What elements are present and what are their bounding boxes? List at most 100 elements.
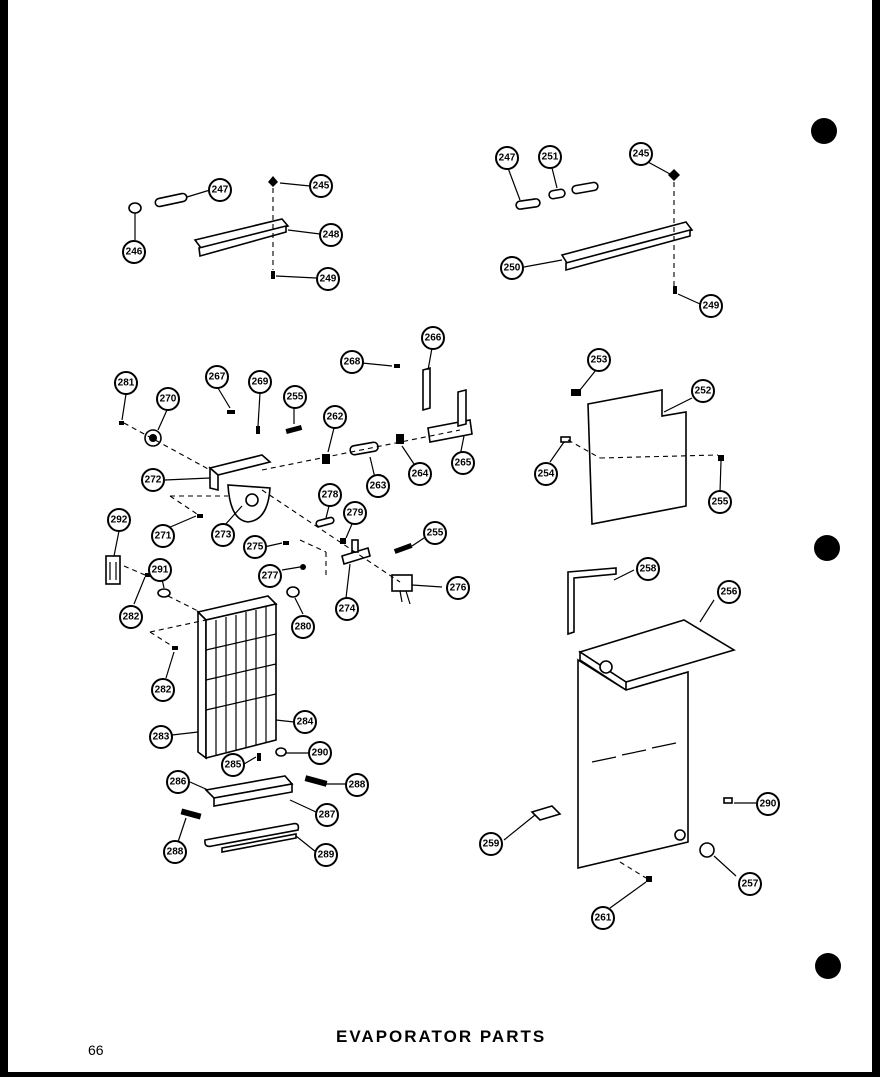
part-288-spring-left xyxy=(180,808,202,820)
part-245-nut-right xyxy=(668,169,680,181)
svg-text:282: 282 xyxy=(155,685,172,696)
svg-text:254: 254 xyxy=(538,469,555,480)
svg-text:257: 257 xyxy=(742,879,759,890)
callout-249: 249 xyxy=(316,267,340,291)
callout-265: 265 xyxy=(451,451,475,475)
part-286-drain-tray xyxy=(204,775,294,807)
callout-247: 247 xyxy=(495,146,519,170)
callout-251: 251 xyxy=(538,145,562,169)
part-283-evaporator-coil xyxy=(196,595,278,760)
part-266-bracket xyxy=(422,366,431,412)
svg-text:259: 259 xyxy=(483,839,500,850)
svg-text:290: 290 xyxy=(312,748,329,759)
part-272-motor-bracket xyxy=(208,454,272,492)
part-263-tube xyxy=(349,441,379,456)
svg-text:287: 287 xyxy=(319,810,336,821)
callout-269: 269 xyxy=(248,370,272,394)
svg-text:268: 268 xyxy=(344,357,361,368)
part-290-washer xyxy=(275,747,287,757)
svg-text:255: 255 xyxy=(427,528,444,539)
callout-280: 280 xyxy=(291,615,315,639)
svg-text:274: 274 xyxy=(339,604,356,615)
part-275-screw xyxy=(283,541,289,545)
svg-text:289: 289 xyxy=(318,850,335,861)
callout-255: 255 xyxy=(708,490,732,514)
callout-277: 277 xyxy=(258,564,282,588)
svg-text:277: 277 xyxy=(262,571,279,582)
part-249-screw xyxy=(271,271,275,279)
callout-254: 254 xyxy=(534,462,558,486)
svg-text:284: 284 xyxy=(297,717,314,728)
part-282-screw-lower xyxy=(172,646,178,650)
part-back-panel xyxy=(577,658,689,870)
callout-262: 262 xyxy=(323,405,347,429)
callout-276: 276 xyxy=(446,576,470,600)
part-249-screw-right xyxy=(673,286,677,294)
part-250-rail xyxy=(560,221,694,272)
svg-text:256: 256 xyxy=(721,587,738,598)
part-269-clip xyxy=(256,426,260,434)
part-292-bracket xyxy=(105,555,121,585)
part-251-spacer xyxy=(548,181,599,200)
callout-263: 263 xyxy=(366,474,390,498)
svg-text:251: 251 xyxy=(542,152,559,163)
svg-text:269: 269 xyxy=(252,377,269,388)
svg-text:273: 273 xyxy=(215,530,232,541)
svg-text:247: 247 xyxy=(499,153,516,164)
part-278-pin xyxy=(315,516,335,528)
part-279-clip xyxy=(340,538,346,544)
part-267-screw xyxy=(227,410,235,414)
part-255-screw-right xyxy=(718,455,724,461)
svg-text:285: 285 xyxy=(225,760,242,771)
svg-text:286: 286 xyxy=(170,777,187,788)
callout-256: 256 xyxy=(717,580,741,604)
part-288-spring xyxy=(304,775,328,787)
svg-text:263: 263 xyxy=(370,481,387,492)
svg-text:267: 267 xyxy=(209,372,226,383)
callout-289: 289 xyxy=(314,843,338,867)
part-289-heater xyxy=(204,822,300,853)
callout-281: 281 xyxy=(114,371,138,395)
svg-text:278: 278 xyxy=(322,490,339,501)
callout-252: 252 xyxy=(691,379,715,403)
svg-text:261: 261 xyxy=(595,913,612,924)
svg-text:291: 291 xyxy=(152,565,169,576)
callout-250: 250 xyxy=(500,256,524,280)
part-247-pin xyxy=(154,192,188,208)
part-245-nut xyxy=(268,176,278,187)
part-281-screw xyxy=(119,421,124,425)
callout-245: 245 xyxy=(629,142,653,166)
svg-text:255: 255 xyxy=(287,392,304,403)
part-257-plug xyxy=(699,842,715,858)
svg-text:290: 290 xyxy=(760,799,777,810)
callout-255: 255 xyxy=(283,385,307,409)
part-248-rail xyxy=(193,218,290,258)
callout-259: 259 xyxy=(479,832,503,856)
part-247-pin-right xyxy=(515,198,541,210)
binder-hole-bottom xyxy=(815,953,841,979)
svg-text:258: 258 xyxy=(640,564,657,575)
callout-279: 279 xyxy=(343,501,367,525)
callout-258: 258 xyxy=(636,557,660,581)
callout-282: 282 xyxy=(151,678,175,702)
callout-272: 272 xyxy=(141,468,165,492)
svg-text:249: 249 xyxy=(320,274,337,285)
svg-text:246: 246 xyxy=(126,247,143,258)
part-290-screw-right xyxy=(723,797,733,804)
part-255-spring xyxy=(285,425,303,435)
svg-text:280: 280 xyxy=(295,622,312,633)
svg-text:253: 253 xyxy=(591,355,608,366)
callout-288: 288 xyxy=(345,773,369,797)
part-264-grommet xyxy=(396,434,404,444)
callout-261: 261 xyxy=(591,906,615,930)
callout-286: 286 xyxy=(166,770,190,794)
svg-text:283: 283 xyxy=(153,732,170,743)
callout-247: 247 xyxy=(208,178,232,202)
callout-284: 284 xyxy=(293,710,317,734)
svg-text:262: 262 xyxy=(327,412,344,423)
part-280-fitting xyxy=(286,586,300,598)
callout-257: 257 xyxy=(738,872,762,896)
page-title: EVAPORATOR PARTS xyxy=(336,1027,547,1046)
callout-278: 278 xyxy=(318,483,342,507)
part-291-grommet xyxy=(157,588,171,598)
